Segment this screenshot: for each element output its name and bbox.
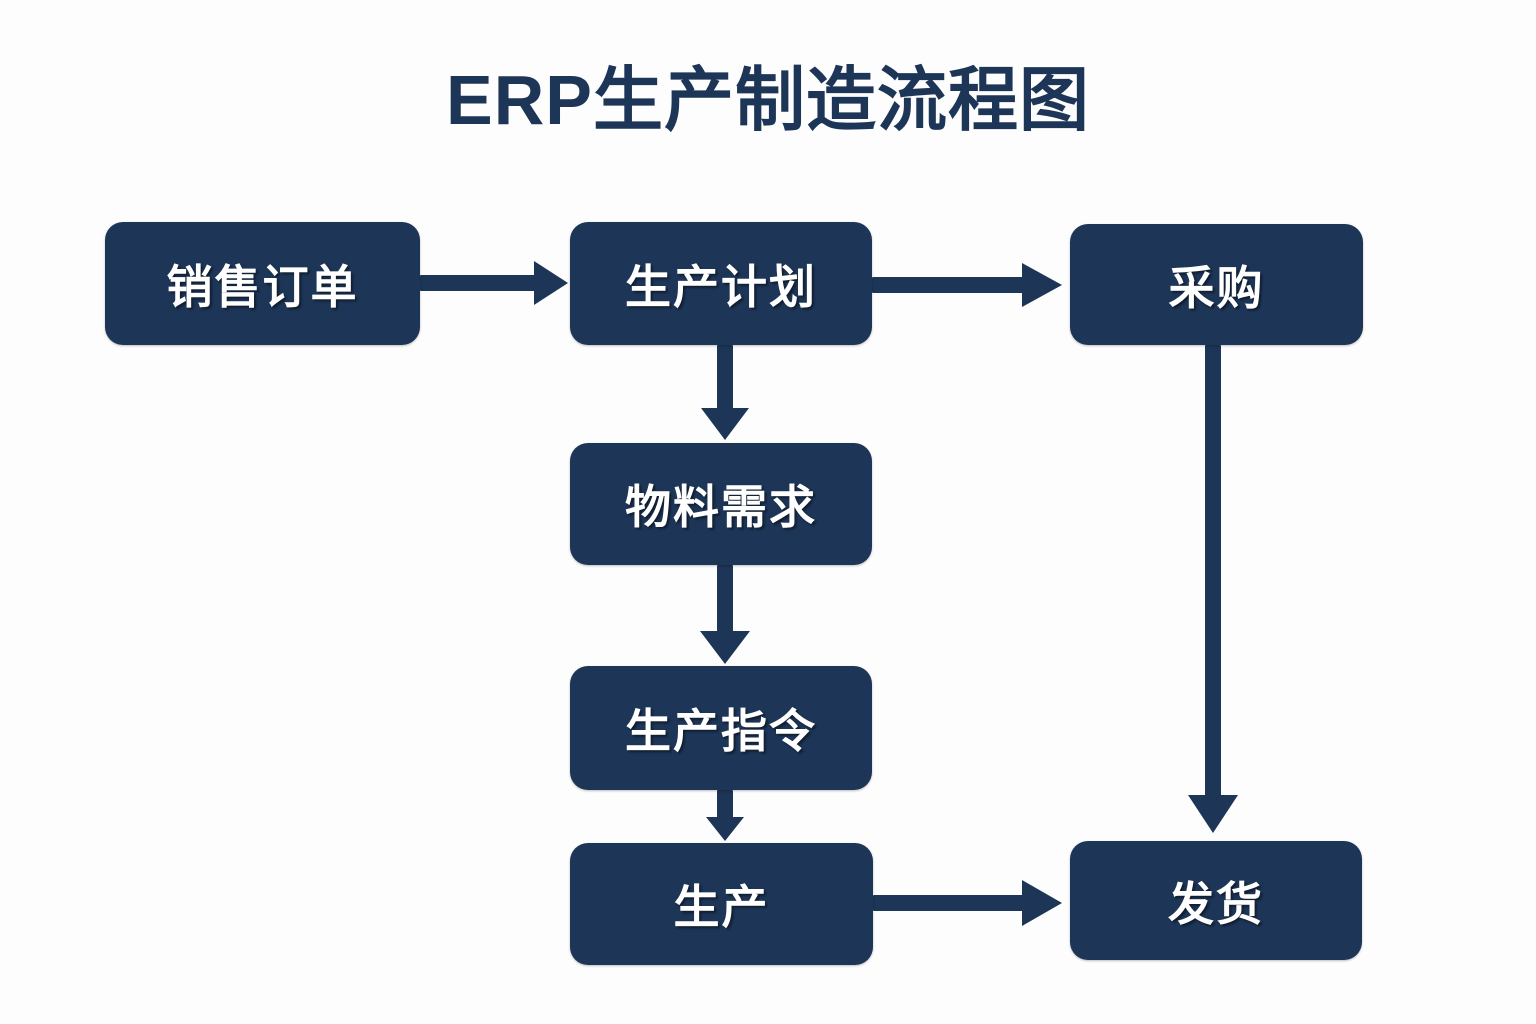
edge-purchasing-to-shipping — [1188, 345, 1238, 833]
node-production[interactable]: 生产 — [570, 843, 873, 965]
node-production-order[interactable]: 生产指令 — [570, 666, 872, 790]
node-shipping[interactable]: 发货 — [1070, 841, 1362, 960]
edge-production-plan-to-purchasing — [872, 263, 1062, 307]
edge-production-order-to-production — [706, 790, 744, 841]
node-sales-order[interactable]: 销售订单 — [105, 222, 420, 345]
node-purchasing[interactable]: 采购 — [1070, 224, 1363, 345]
edge-sales-order-to-production-plan — [420, 261, 568, 305]
node-production-plan[interactable]: 生产计划 — [570, 222, 872, 345]
edge-production-to-shipping — [873, 880, 1062, 926]
edge-production-plan-to-material-demand — [701, 345, 749, 440]
page-title: ERP生产制造流程图 — [446, 61, 1090, 139]
edge-material-demand-to-production-order — [700, 565, 750, 664]
node-material-demand[interactable]: 物料需求 — [570, 443, 872, 565]
